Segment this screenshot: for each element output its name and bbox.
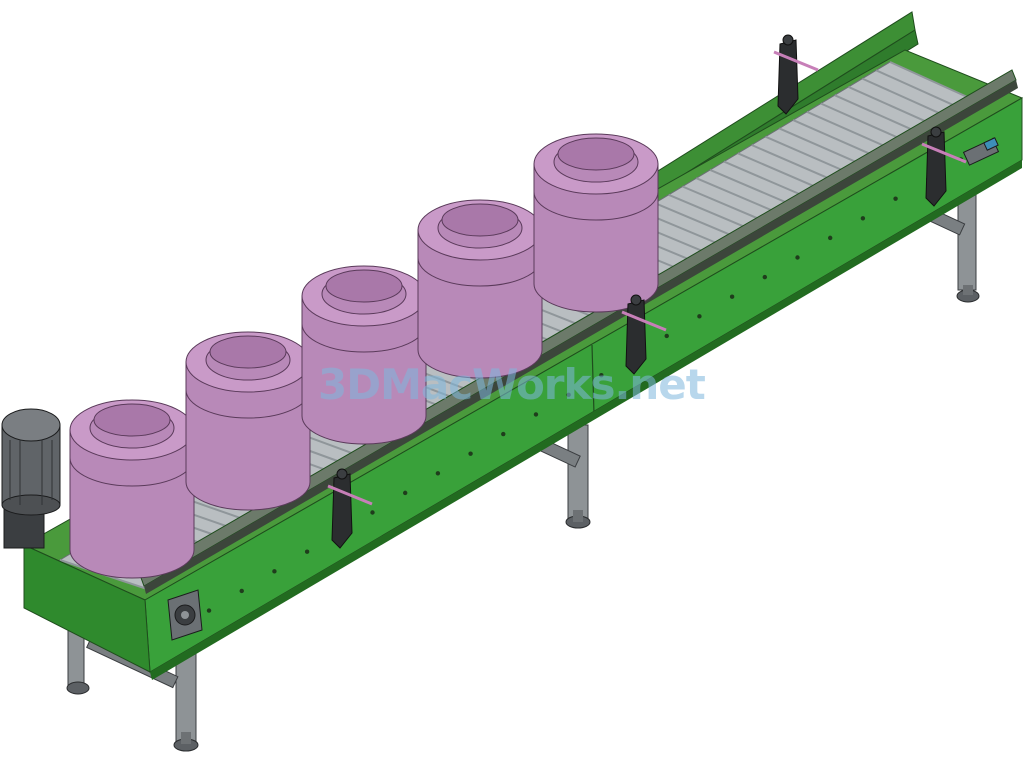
guide-bracket-2 <box>621 294 667 375</box>
belt-tensioner <box>962 137 1000 166</box>
mounting-hole <box>435 471 441 476</box>
mounting-hole <box>468 451 473 456</box>
mounting-hole <box>860 216 866 221</box>
mounting-hole <box>533 412 539 417</box>
flange-bearing <box>167 589 203 641</box>
mounting-hole <box>239 588 244 594</box>
mounting-hole <box>599 372 604 378</box>
mounting-hole <box>729 294 735 299</box>
gear-motor <box>1 408 61 549</box>
mounting-hole <box>304 549 310 554</box>
mounting-hole <box>402 490 408 496</box>
guide-brackets <box>327 34 967 549</box>
mounting-hole <box>827 235 833 241</box>
mounting-hole <box>893 196 898 201</box>
leg-rear-right <box>922 194 980 303</box>
mounting-hole <box>501 431 506 437</box>
mounting-hole <box>566 392 571 398</box>
guide-bracket-3 <box>921 126 967 207</box>
mounting-hole <box>664 333 669 339</box>
mounting-hole <box>697 314 702 319</box>
drum-1 <box>69 399 195 579</box>
mounting-hole <box>370 510 375 515</box>
drum-3 <box>301 265 427 445</box>
mounting-hole <box>206 608 212 613</box>
drum-5 <box>533 133 659 313</box>
mounting-hole <box>762 274 768 280</box>
drum-2 <box>185 331 311 511</box>
guide-bracket-4 <box>773 34 819 115</box>
mounting-hole <box>272 569 277 574</box>
guide-bracket-1 <box>327 468 373 549</box>
mounting-hole <box>795 255 800 260</box>
drums <box>69 133 659 579</box>
drum-4 <box>417 199 543 379</box>
